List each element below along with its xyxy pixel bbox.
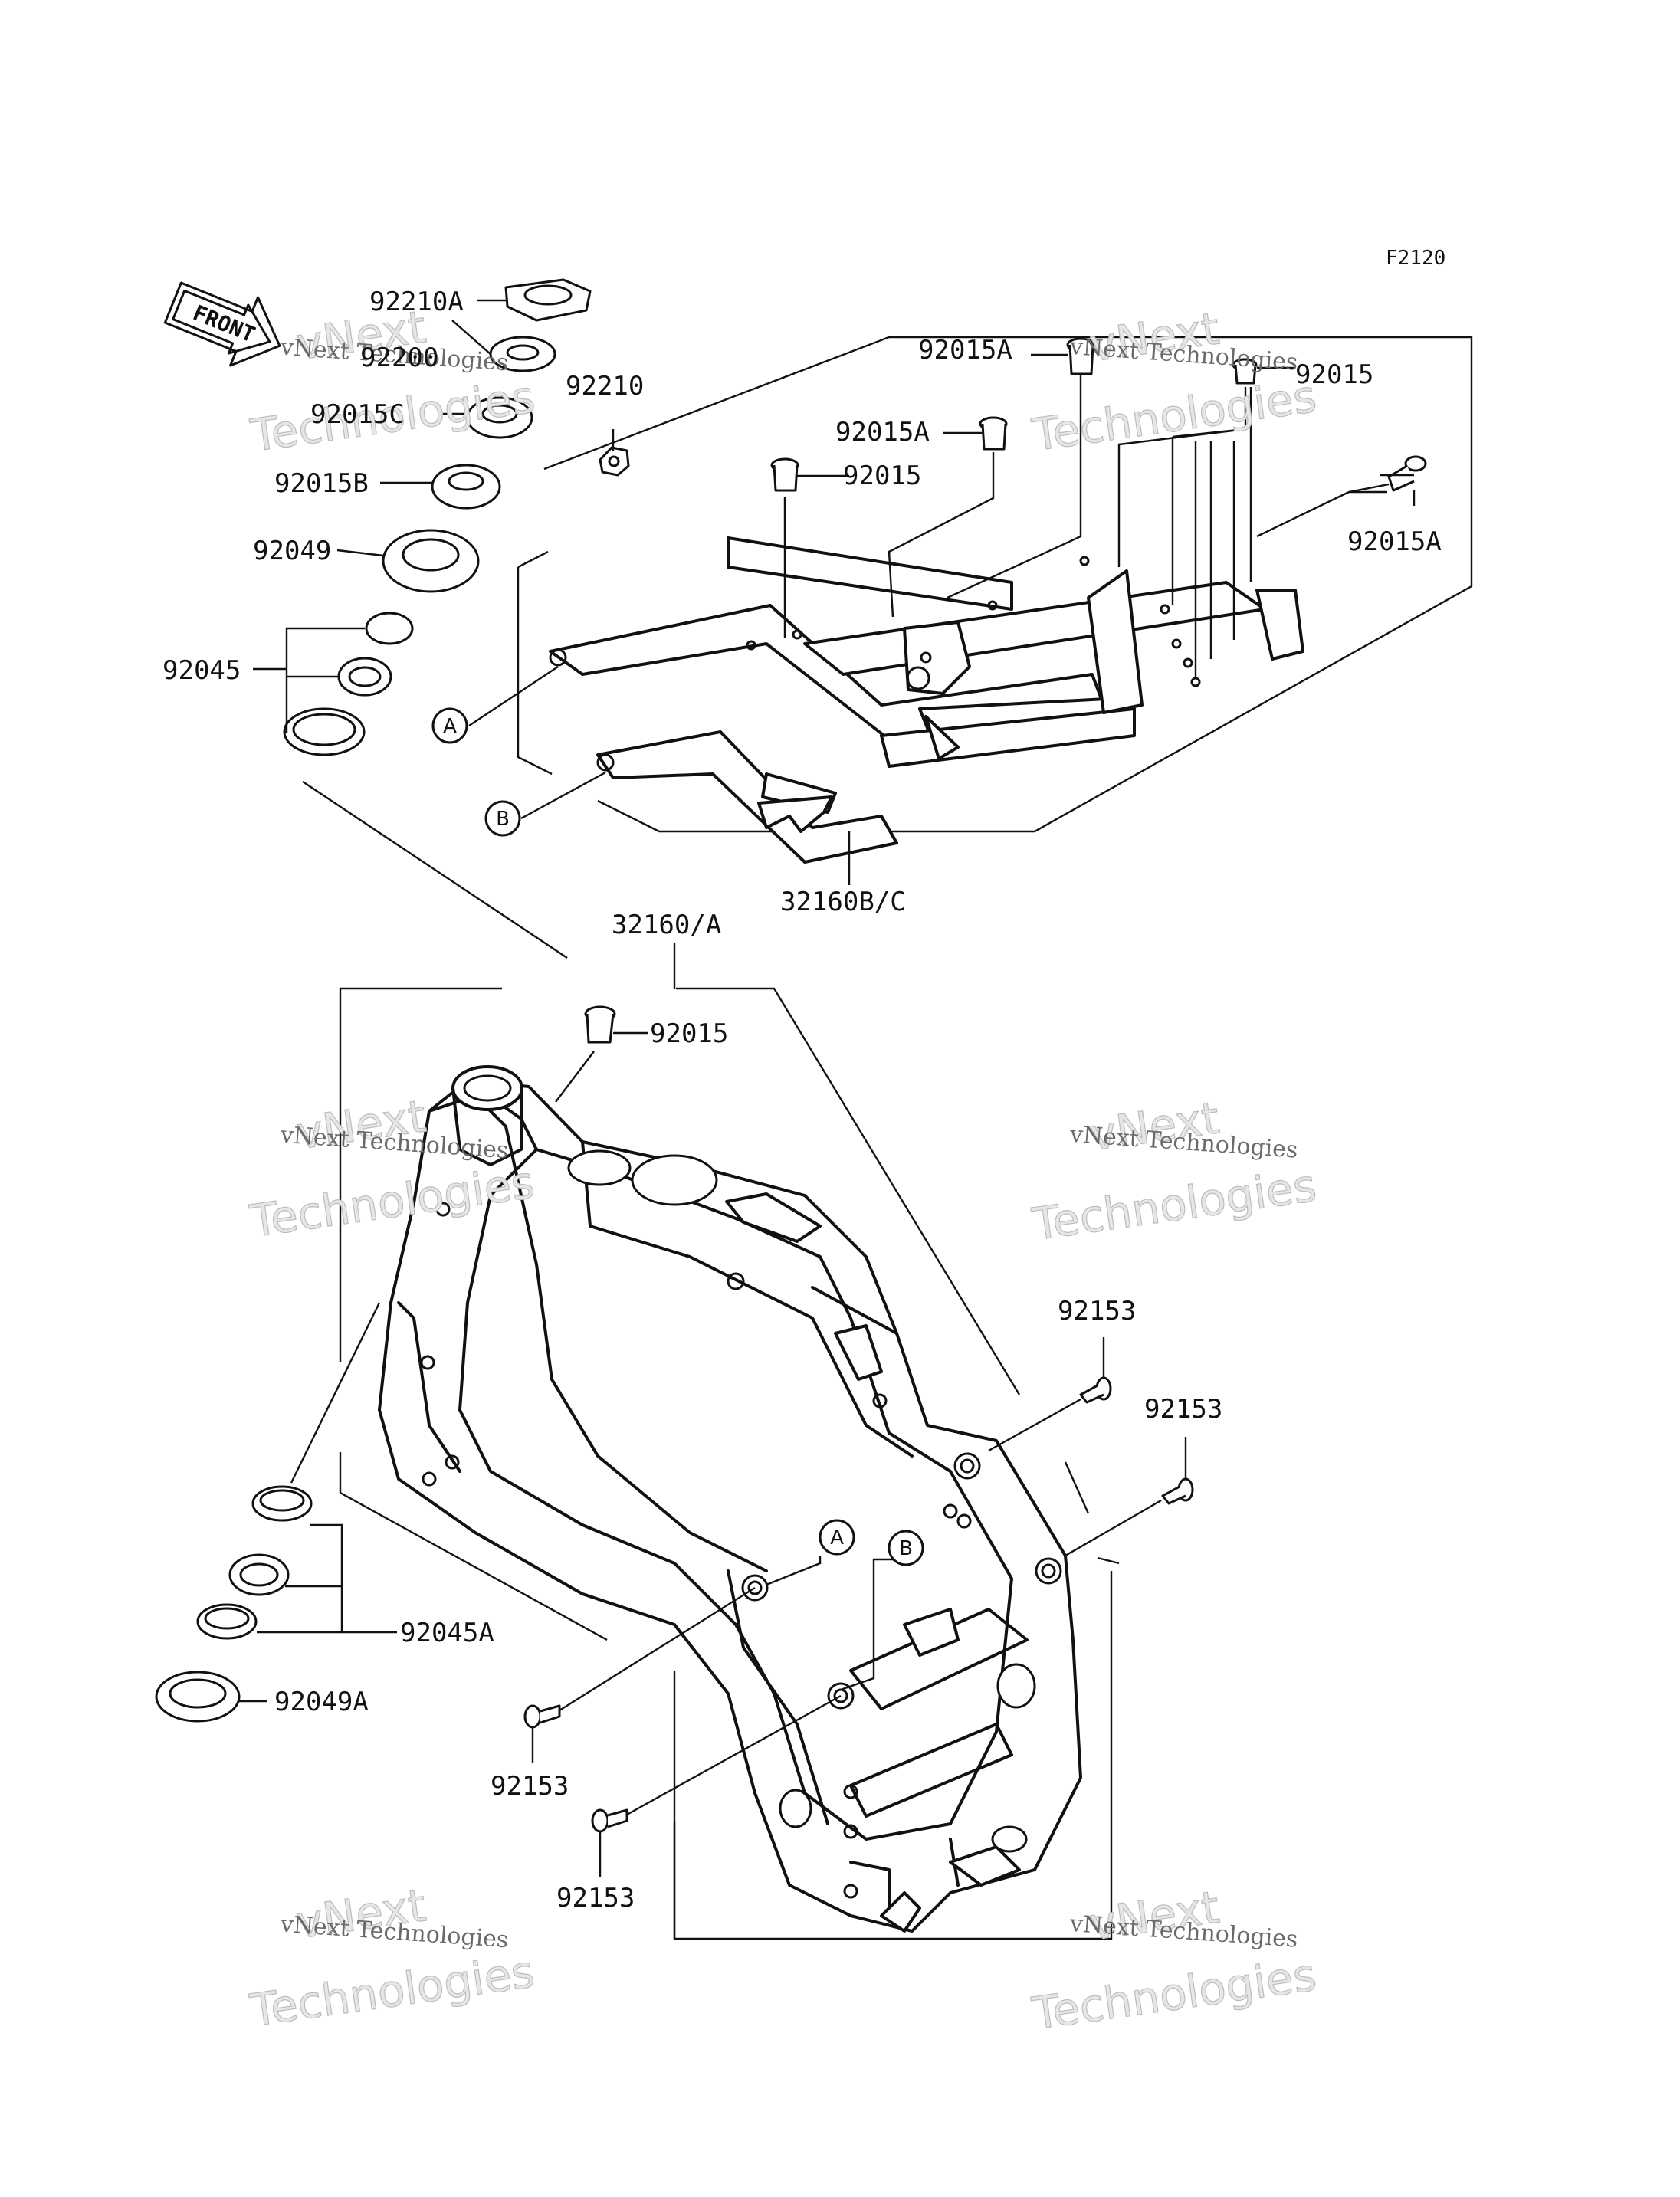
part-label-92015B: 92015B	[274, 468, 369, 499]
ref-marker-b-top: B	[484, 800, 521, 837]
part-label-92015-mid: 92015	[843, 461, 921, 491]
svg-text:B: B	[496, 808, 510, 831]
ref-marker-b-bottom: B	[888, 1530, 924, 1566]
svg-text:vNext: vNext	[294, 1879, 429, 1949]
part-label-92210A: 92210A	[369, 287, 464, 317]
diagram-code: F2120	[1386, 247, 1445, 270]
ref-marker-a-top: A	[431, 707, 468, 744]
bolt-92153-r1	[1079, 1376, 1112, 1404]
svg-text:Technologies: Technologies	[1029, 1159, 1319, 1251]
locknut-92015B	[431, 464, 501, 510]
nut-92210	[599, 446, 630, 477]
part-label-92015A-1: 92015A	[918, 335, 1012, 366]
part-label-92153-l1: 92153	[491, 1771, 569, 1802]
bolt-92153-r2	[1161, 1477, 1194, 1505]
watermark-mid-right: vNext Technologies	[1029, 1091, 1321, 1251]
part-label-32160BC: 32160B/C	[780, 887, 906, 917]
part-label-92015C: 92015C	[310, 399, 405, 430]
bolt-92153-l2	[591, 1808, 628, 1833]
part-label-92045: 92045	[162, 655, 241, 686]
part-label-92153-r1: 92153	[1058, 1296, 1136, 1326]
bearing-92045	[283, 612, 414, 756]
svg-text:Technologies: Technologies	[247, 1946, 537, 2037]
subframe-32160BC	[517, 336, 1473, 864]
part-label-92015-frame: 92015	[650, 1018, 728, 1049]
part-label-92210: 92210	[566, 371, 644, 402]
collar-92015A-c	[1387, 455, 1427, 492]
svg-text:A: A	[443, 715, 457, 738]
part-label-92045A: 92045A	[400, 1618, 494, 1648]
watermark-bottom-right: vNext Technologies	[1029, 1881, 1321, 2041]
svg-text:Technologies: Technologies	[1029, 370, 1319, 461]
part-label-92049A: 92049A	[274, 1687, 369, 1717]
collar-92015-b	[1232, 358, 1258, 385]
collar-92015A-b	[1066, 337, 1095, 375]
svg-text:B: B	[899, 1537, 913, 1560]
part-label-92200: 92200	[360, 343, 438, 373]
svg-text:Technologies: Technologies	[1029, 1949, 1319, 2040]
seal-92049	[382, 529, 480, 593]
nut-92210A	[504, 278, 592, 322]
part-label-92015A-2: 92015A	[835, 417, 930, 448]
svg-text:A: A	[830, 1526, 844, 1549]
front-arrow-icon: FRONT	[163, 281, 281, 367]
part-label-92153-r2: 92153	[1144, 1394, 1222, 1425]
part-label-92015A-3: 92015A	[1347, 526, 1442, 557]
watermark-top-right: vNext Technologies	[1029, 302, 1321, 462]
ref-marker-a-bottom: A	[819, 1519, 855, 1556]
collar-92015-frame	[584, 1005, 616, 1044]
locknut-92015C	[466, 396, 533, 439]
part-label-32160A: 32160/A	[612, 910, 721, 940]
part-label-92153-l2: 92153	[556, 1883, 635, 1913]
collar-92015A-a	[979, 416, 1008, 451]
bearing-92045A	[196, 1485, 313, 1640]
seal-92049A	[155, 1671, 241, 1723]
collar-92015-a	[770, 457, 799, 492]
part-label-92049: 92049	[253, 536, 331, 566]
part-label-92015-top: 92015	[1295, 359, 1373, 390]
bolt-92153-l1	[523, 1704, 561, 1729]
